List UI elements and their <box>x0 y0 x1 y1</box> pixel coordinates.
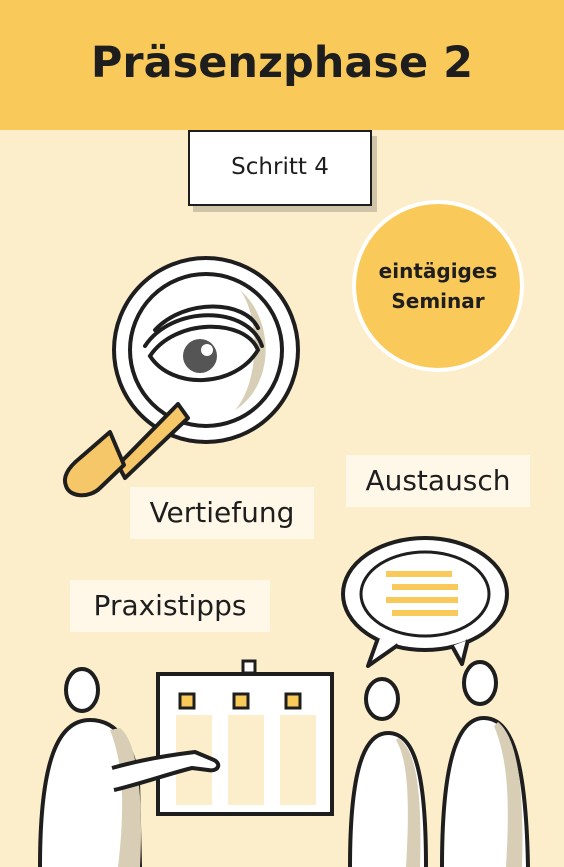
magnifier-eye-icon <box>63 256 300 498</box>
header-bar: Präsenzphase 2 <box>0 0 564 130</box>
speech-bubble-icon <box>341 536 509 668</box>
seminar-badge: eintägiges Seminar <box>352 200 524 372</box>
badge-line-2: Seminar <box>391 289 485 313</box>
badge-text: eintägiges Seminar <box>356 256 520 316</box>
badge-line-1: eintägiges <box>378 259 498 283</box>
tag-austausch: Austausch <box>346 455 530 507</box>
tag-praxistipps: Praxistipps <box>70 580 270 632</box>
presenter-person-icon <box>38 667 221 867</box>
page-title: Präsenzphase 2 <box>90 38 474 88</box>
audience-person-icon <box>348 660 530 867</box>
step-label: Schritt 4 <box>231 154 329 180</box>
step-card: Schritt 4 <box>188 130 372 206</box>
tag-vertiefung: Vertiefung <box>130 487 314 539</box>
flipchart-icon <box>156 659 334 816</box>
